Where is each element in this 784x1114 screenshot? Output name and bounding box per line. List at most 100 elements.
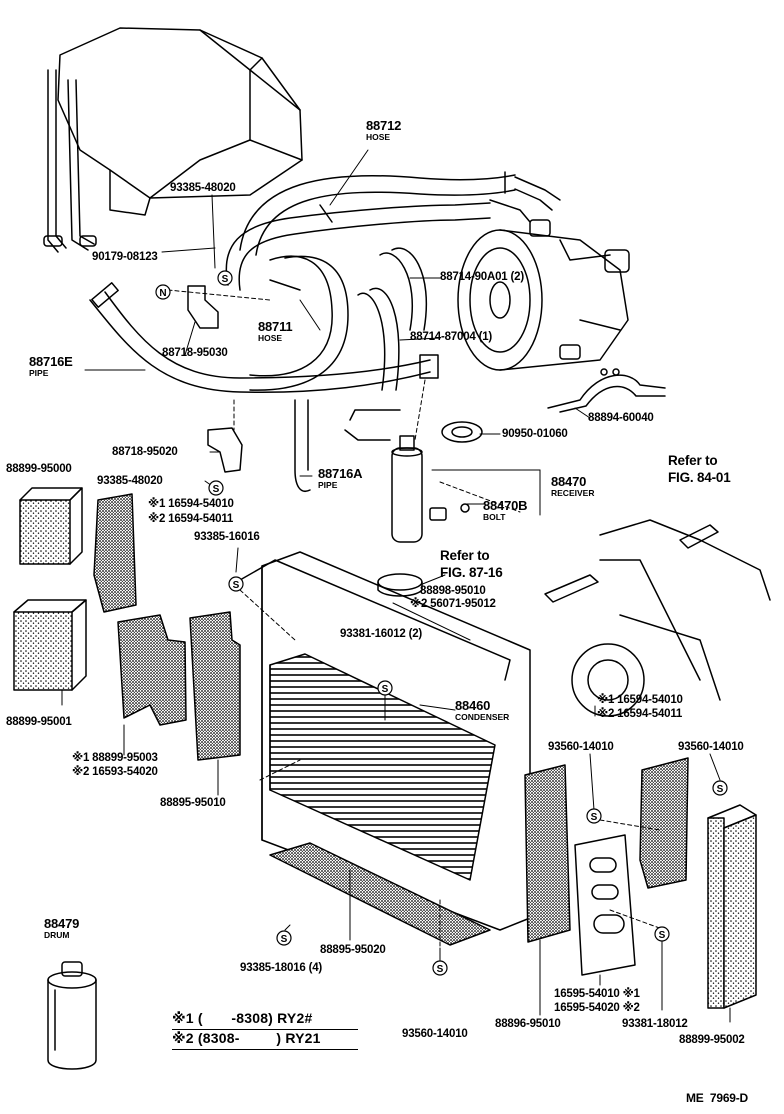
- figure-reference: FIG. 87-16: [440, 565, 503, 580]
- figure-reference: FIG. 84-01: [668, 470, 731, 485]
- engine-fan-assembly: [571, 519, 771, 717]
- label-88899-95002: 88899-95002: [679, 1034, 745, 1046]
- hose-88894: [547, 368, 666, 413]
- plate-16595: [574, 834, 636, 976]
- refer-to-text: Refer to: [668, 453, 718, 468]
- foam-strip-88899-95002: [707, 804, 757, 1009]
- bracket-88718-95020: [207, 427, 243, 473]
- label-refer-fig-84: Refer to FIG. 84-01: [668, 452, 731, 486]
- part-number: 88716A: [318, 466, 363, 481]
- label-93560-14010-a: 93560-14010: [548, 741, 614, 753]
- screw-symbol: S: [276, 930, 292, 946]
- nut-symbol: N: [155, 284, 171, 300]
- svg-text:S: S: [437, 964, 444, 975]
- hose-88711: [225, 199, 531, 391]
- part-number: 88470B: [483, 498, 528, 513]
- part-number: 88716E: [29, 354, 73, 369]
- leader-lines: [61, 149, 731, 1023]
- label-88898-95010: 88898-95010: [420, 585, 486, 597]
- label-88894-60040: 88894-60040: [588, 412, 654, 424]
- part-description: CONDENSER: [455, 712, 510, 722]
- foam-block-88899-95000: [19, 487, 83, 565]
- label-88718-95030: 88718-95030: [162, 347, 228, 359]
- part-description: PIPE: [29, 368, 49, 378]
- part-description: HOSE: [366, 132, 391, 142]
- svg-text:S: S: [233, 580, 240, 591]
- svg-text:S: S: [281, 934, 288, 945]
- bracket-88718-95030: [187, 285, 219, 329]
- hose-88714-87004: [357, 287, 400, 391]
- label-16594-54011-right: ※2 16594-54011: [597, 708, 683, 720]
- label-88896-95010: 88896-95010: [495, 1018, 561, 1030]
- reference-dashed-lines: [167, 289, 666, 961]
- part-description: PIPE: [318, 480, 338, 490]
- refer-to-text: Refer to: [440, 548, 490, 563]
- label-16594-54011-left: ※2 16594-54011: [148, 513, 234, 525]
- pipe-88716e: [89, 282, 439, 394]
- legend-line-1: ※1 ( -8308) RY2#: [172, 1010, 313, 1026]
- legend-underline-2: [172, 1049, 358, 1050]
- screw-symbol: S: [586, 808, 602, 824]
- label-condenser-88460: 88460 CONDENSER: [455, 698, 509, 722]
- svg-text:S: S: [222, 274, 229, 285]
- screw-symbol: S: [208, 480, 224, 496]
- legend-line-2: ※2 (8308- ) RY21: [172, 1030, 321, 1046]
- part-description: RECEIVER: [551, 488, 595, 498]
- label-88714-87004: 88714-87004 (1): [410, 331, 493, 343]
- screw-symbol: S: [217, 270, 233, 286]
- label-93560-14010-c: 93560-14010: [402, 1028, 468, 1040]
- label-hose-88711: 88711 HOSE: [258, 319, 293, 343]
- label-88895-95010: 88895-95010: [160, 797, 226, 809]
- part-number: 88711: [258, 319, 293, 334]
- seal-88896-95010: [524, 764, 571, 943]
- label-90950-01060: 90950-01060: [502, 428, 568, 440]
- svg-text:S: S: [591, 812, 598, 823]
- label-16594-54010-left: ※1 16594-54010: [148, 498, 234, 510]
- drawing-code: ME 7969-D: [686, 1091, 749, 1105]
- sensor-part: [544, 524, 719, 603]
- svg-text:S: S: [213, 484, 220, 495]
- label-93385-16016: 93385-16016: [194, 531, 260, 543]
- part-number: 88479: [44, 916, 80, 931]
- label-pipe-88716e: 88716E PIPE: [29, 354, 73, 378]
- hose-88712: [239, 171, 561, 256]
- seal-88895-95010: [189, 611, 241, 761]
- part-number: 88712: [366, 118, 402, 133]
- label-88899-95001: 88899-95001: [6, 716, 72, 728]
- part-description: HOSE: [258, 333, 283, 343]
- label-16593-54020: ※2 16593-54020: [72, 766, 158, 778]
- label-90179-08123: 90179-08123: [92, 251, 158, 263]
- part-description: DRUM: [44, 930, 70, 940]
- reservoir-tank-cap: [377, 573, 423, 597]
- legend-underline-1: [172, 1029, 358, 1030]
- foam-block-88899-95001: [13, 599, 87, 691]
- svg-text:S: S: [659, 930, 666, 941]
- screw-symbol: S: [432, 960, 448, 976]
- label-16594-54010-right: ※1 16594-54010: [597, 694, 683, 706]
- seal-16594-left: [93, 493, 137, 613]
- label-88899-95000: 88899-95000: [6, 463, 72, 475]
- cooling-unit-housing: [57, 27, 303, 216]
- cooling-unit-tubes: [43, 69, 97, 253]
- label-88899-95003: ※1 88899-95003: [72, 752, 158, 764]
- label-drum-88479: 88479 DRUM: [44, 916, 79, 940]
- screw-symbol: S: [377, 680, 393, 696]
- label-bolt-88470b: 88470B BOLT: [483, 498, 528, 522]
- svg-text:N: N: [159, 288, 166, 299]
- pipe-88716a: [294, 399, 401, 492]
- part-number: 88470: [551, 474, 587, 489]
- label-93560-14010-b: 93560-14010: [678, 741, 744, 753]
- screw-symbol: S: [228, 576, 244, 592]
- label-93381-16012: 93381-16012 (2): [340, 628, 423, 640]
- label-receiver-88470: 88470 RECEIVER: [551, 474, 594, 498]
- label-93385-48020-mid: 93385-48020: [97, 475, 163, 487]
- screw-symbol: S: [654, 926, 670, 942]
- svg-text:S: S: [717, 784, 724, 795]
- label-88714-90a01: 88714-90A01 (2): [440, 271, 524, 283]
- compressor: [457, 219, 630, 371]
- part-description: BOLT: [483, 512, 506, 522]
- seal-88899-95003: [117, 614, 187, 726]
- label-93385-18016: 93385-18016 (4): [240, 962, 323, 974]
- refrigerant-drum: [47, 961, 97, 1070]
